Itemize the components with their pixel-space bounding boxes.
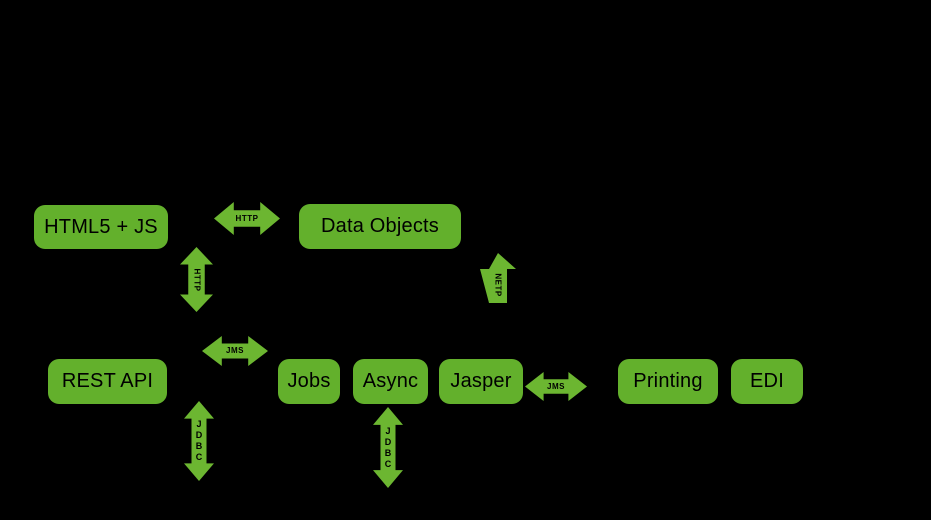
node-rest-api: REST API bbox=[48, 359, 167, 404]
node-data-objects: Data Objects bbox=[299, 204, 461, 249]
arrow-jms-right-label: JMS bbox=[547, 381, 565, 391]
arrow-http-vertical-label: HTTP bbox=[192, 268, 202, 291]
arrow-netp-label: NETP bbox=[494, 273, 503, 297]
arrow-jdbc-left: JDBC bbox=[184, 401, 214, 481]
node-async: Async bbox=[353, 359, 428, 404]
arrow-http-horizontal: HTTP bbox=[214, 202, 280, 235]
node-edi: EDI bbox=[731, 359, 803, 404]
arrow-jdbc-right-label: JDBC bbox=[384, 425, 392, 469]
node-jasper: Jasper bbox=[439, 359, 523, 404]
arrow-jms-right: JMS bbox=[525, 372, 587, 401]
arrow-http-horizontal-label: HTTP bbox=[235, 213, 259, 223]
arrow-http-vertical: HTTP bbox=[180, 247, 213, 312]
arrow-jdbc-right: JDBC bbox=[373, 407, 403, 488]
arrow-netp-up: NETP bbox=[480, 253, 516, 303]
node-printing: Printing bbox=[618, 359, 718, 404]
arrow-jms-left: JMS bbox=[202, 336, 268, 366]
node-html5-js: HTML5 + JS bbox=[34, 205, 168, 249]
arrow-jms-left-label: JMS bbox=[226, 346, 244, 355]
arrow-jdbc-left-label: JDBC bbox=[195, 419, 203, 462]
node-jobs: Jobs bbox=[278, 359, 340, 404]
